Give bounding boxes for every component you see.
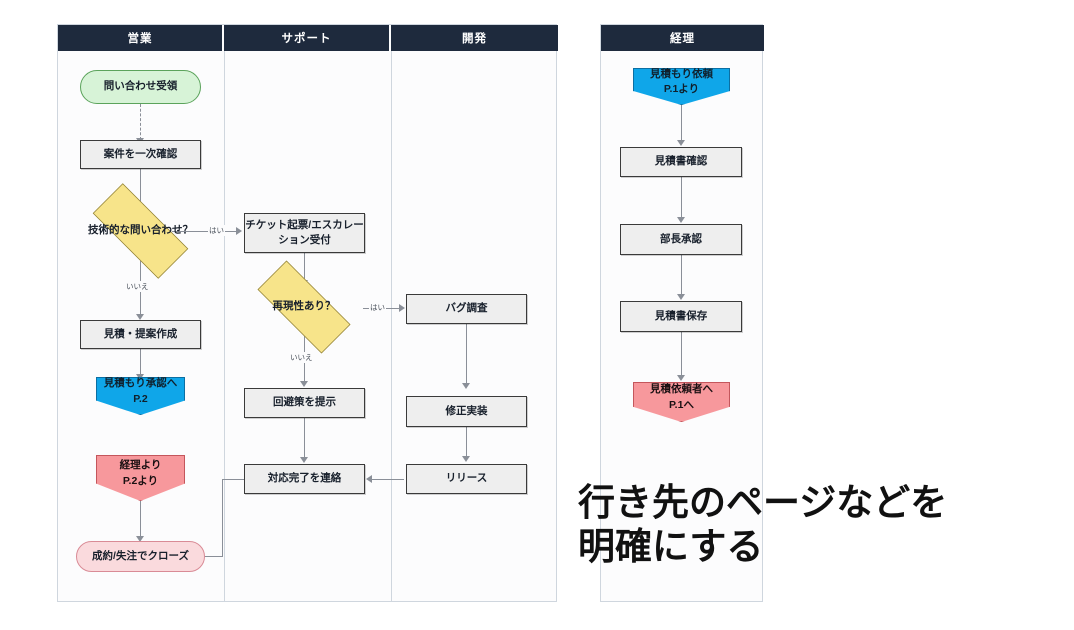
- edge-fromaccounting-to-close: [140, 501, 142, 539]
- node-label: 見積依頼者へ: [650, 383, 713, 396]
- arrowhead-quotesave: [677, 294, 685, 300]
- node-label: リリース: [445, 472, 488, 485]
- node-label: 回避策を提示: [273, 396, 336, 409]
- node-from-accounting-offpage[interactable]: 経理より P.2より: [96, 455, 185, 501]
- node-label: 技術的な問い合わせ？: [88, 224, 193, 237]
- edge-bug-to-fix: [466, 324, 468, 386]
- arrowhead-quoteproposal: [136, 314, 144, 320]
- arrowhead-close: [136, 536, 144, 542]
- lane-header-support: サポート: [224, 25, 391, 51]
- edge-quoteproposal-to-offpage: [140, 349, 142, 377]
- node-inquiry-received[interactable]: 問い合わせ受領: [80, 70, 201, 104]
- arrowhead-release: [462, 456, 470, 462]
- arrowhead-backrequester: [677, 375, 685, 381]
- node-label-group: 見積もり承認へ P.2: [96, 376, 185, 415]
- edge-workaround-to-notify: [304, 418, 306, 460]
- lane-header-dev: 開発: [391, 25, 558, 51]
- edge-ticket-to-decision2: [304, 253, 306, 283]
- edge-notifydone-to-close: [192, 556, 223, 558]
- arrowhead-approval: [677, 217, 685, 223]
- node-notify-done[interactable]: 対応完了を連絡: [244, 464, 365, 494]
- node-sublabel: ション受付: [278, 234, 331, 246]
- node-sublabel: P.1へ: [669, 398, 694, 411]
- node-quote-request-in-offpage[interactable]: 見積もり依頼 P.1より: [633, 68, 730, 105]
- edge-notifydone-down: [222, 479, 224, 557]
- edge-label-tech-yes: はい: [208, 225, 225, 236]
- annotation-line-2: 明確にする: [578, 525, 764, 567]
- node-bug-investigation[interactable]: バグ調査: [406, 294, 527, 324]
- arrowhead-ticket: [236, 227, 242, 235]
- edge-fix-to-release: [466, 427, 468, 459]
- node-label-group: チケット起票/エスカレー ション受付: [245, 218, 363, 248]
- arrowhead-quotecheck: [677, 140, 685, 146]
- node-first-check[interactable]: 案件を一次確認: [80, 140, 201, 169]
- edge-notifydone-left: [222, 479, 244, 481]
- edge-save-to-back: [681, 332, 683, 378]
- arrowhead-bug: [399, 304, 405, 312]
- node-label: 見積もり承認へ: [103, 377, 178, 390]
- node-manager-approval[interactable]: 部長承認: [620, 224, 742, 255]
- node-label: 部長承認: [660, 232, 702, 245]
- node-sublabel: P.2より: [122, 474, 159, 487]
- node-label: 成約/失注でクローズ: [92, 549, 189, 562]
- node-label: バグ調査: [445, 302, 488, 315]
- node-label-group: 経理より P.2より: [96, 458, 185, 497]
- node-reproducible-decision[interactable]: 再現性あり？: [240, 260, 368, 354]
- lane-divider-1: [224, 51, 225, 601]
- lane-divider-2: [391, 51, 392, 601]
- arrowhead-notify-left: [366, 475, 372, 483]
- node-quote-check[interactable]: 見積書確認: [620, 147, 742, 177]
- node-fix-implement[interactable]: 修正実装: [406, 396, 527, 427]
- node-label: 見積書保存: [654, 309, 708, 322]
- edge-label-repro-no: いいえ: [289, 352, 314, 363]
- node-release[interactable]: リリース: [406, 464, 527, 494]
- node-label-group: 見積依頼者へ P.1へ: [633, 382, 730, 421]
- edge-firstcheck-to-decision: [140, 169, 142, 207]
- node-label: 見積書確認: [654, 155, 708, 168]
- arrowhead-fiximplement: [462, 383, 470, 389]
- node-label: 見積もり依頼: [650, 67, 713, 80]
- edge-label-repro-yes: はい: [369, 302, 386, 313]
- edge-label-tech-no: いいえ: [125, 281, 150, 292]
- node-sublabel: P.1より: [663, 83, 700, 95]
- node-sublabel: P.2: [133, 392, 148, 405]
- edge-inquiry-to-firstcheck: [140, 104, 141, 140]
- node-label: チケット起票/エスカレー: [245, 218, 364, 231]
- node-label: 経理より: [119, 459, 162, 472]
- node-to-quote-approval-offpage[interactable]: 見積もり承認へ P.2: [96, 377, 185, 415]
- edge-approval-to-save: [681, 255, 683, 297]
- node-label: 見積・提案作成: [103, 327, 178, 340]
- edge-check-to-approval: [681, 177, 683, 219]
- lane-header-sales: 営業: [58, 25, 224, 51]
- node-ticket-escalation[interactable]: チケット起票/エスカレー ション受付: [244, 213, 365, 253]
- annotation-line-1: 行き先のページなどを: [578, 482, 948, 523]
- node-label: 案件を一次確認: [103, 147, 178, 160]
- node-label-group: 見積もり依頼 P.1より: [633, 67, 730, 106]
- arrowhead-workaround: [300, 381, 308, 387]
- arrowhead-notifydone: [300, 457, 308, 463]
- node-close-won-lost[interactable]: 成約/失注でクローズ: [76, 541, 205, 572]
- edge-quoterequest-to-check: [681, 105, 683, 143]
- node-back-to-requester-offpage[interactable]: 見積依頼者へ P.1へ: [633, 382, 730, 422]
- annotation-text: 行き先のページなどを 明確にする: [578, 481, 1058, 568]
- node-workaround[interactable]: 回避策を提示: [244, 388, 365, 418]
- edge-decision1-yes: [172, 231, 240, 233]
- edge-release-to-notify: [370, 479, 404, 481]
- lane-header-accounting: 経理: [601, 25, 764, 51]
- node-label: 問い合わせ受領: [103, 80, 178, 93]
- node-quote-save[interactable]: 見積書保存: [620, 301, 742, 332]
- node-tech-question-decision[interactable]: 技術的な問い合わせ？: [75, 183, 206, 279]
- node-quote-proposal[interactable]: 見積・提案作成: [80, 320, 201, 349]
- node-label: 再現性あり？: [272, 300, 336, 313]
- node-label: 修正実装: [445, 404, 488, 417]
- node-label: 対応完了を連絡: [267, 472, 342, 485]
